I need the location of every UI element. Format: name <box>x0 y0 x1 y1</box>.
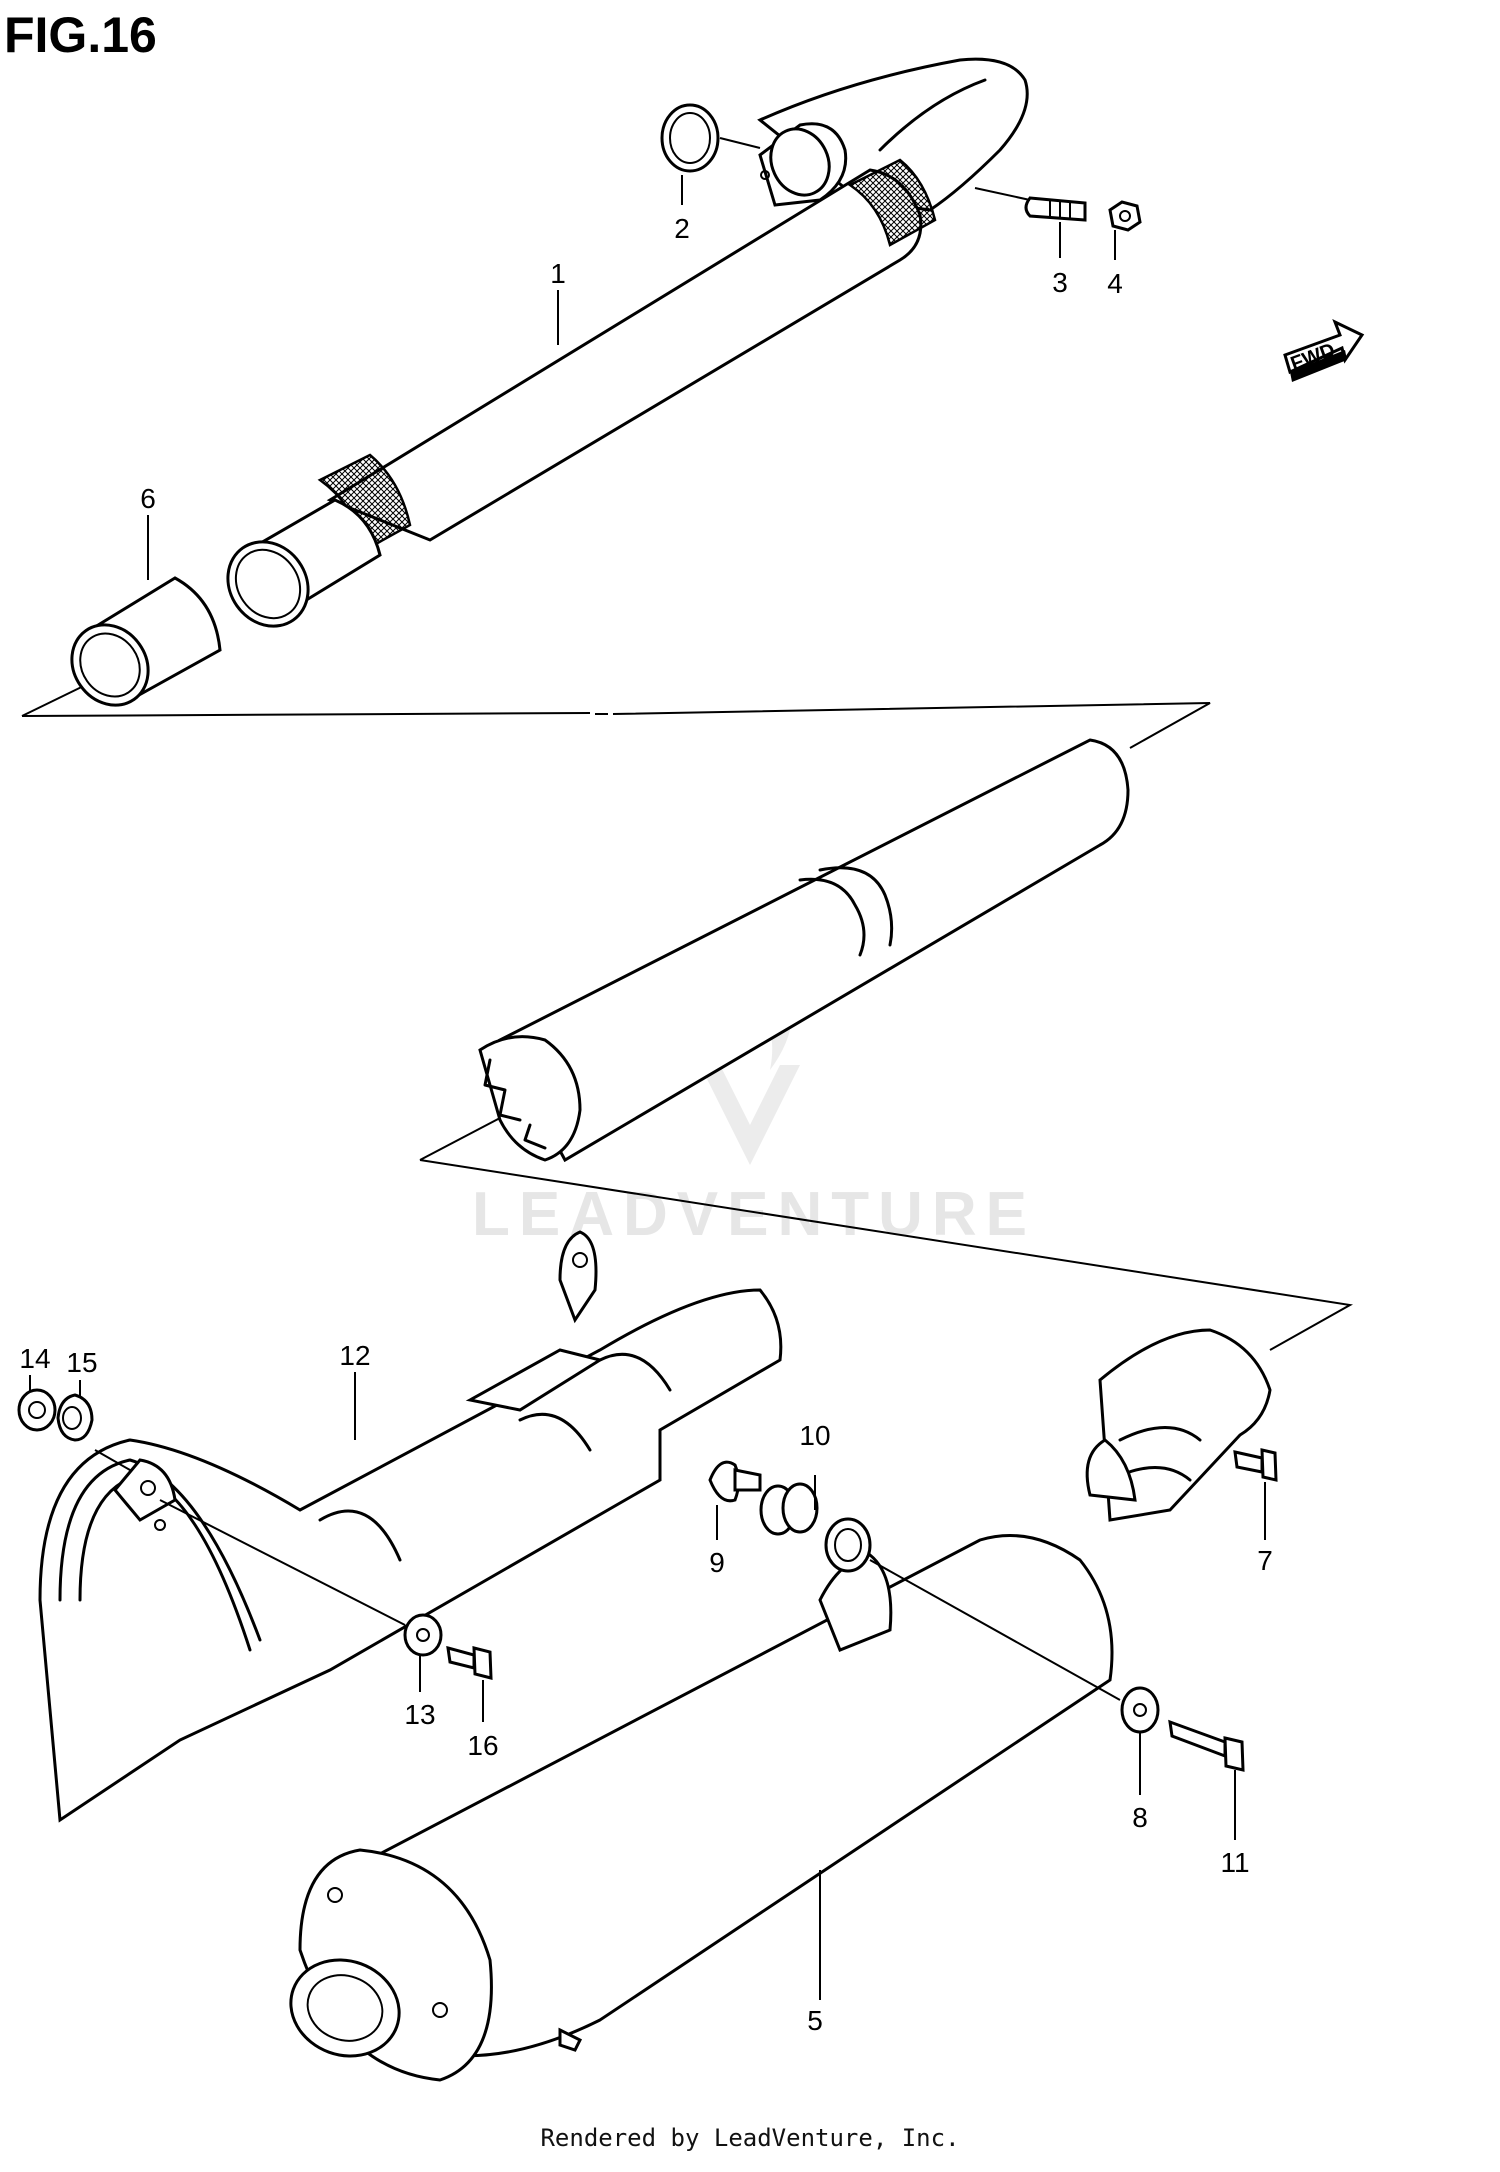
callout-3: 3 <box>1052 267 1068 298</box>
callout-1: 1 <box>550 258 566 289</box>
part-13-washer <box>403 1613 443 1657</box>
part-15-collar <box>56 1393 94 1442</box>
callout-10: 10 <box>799 1420 830 1451</box>
part-4-nut <box>1108 200 1142 232</box>
callout-15: 15 <box>66 1347 97 1378</box>
callout-5: 5 <box>807 2005 823 2036</box>
part-mount-collar <box>824 1517 872 1573</box>
callout-2: 2 <box>674 213 690 244</box>
break-lines <box>21 677 1354 1351</box>
callout-11: 11 <box>1220 1847 1249 1878</box>
figure-title: FIG.16 <box>4 7 157 63</box>
part-12-heat-shield <box>38 1230 783 1823</box>
part-16-bolt <box>446 1645 493 1680</box>
callout-4: 4 <box>1107 268 1123 299</box>
part-10-grommet <box>759 1482 819 1536</box>
part-1-head-pipe <box>226 57 1029 628</box>
callout-16: 16 <box>467 1730 498 1761</box>
render-credit: Rendered by LeadVenture, Inc. <box>540 2124 960 2152</box>
part-5-muffler <box>289 1328 1272 2082</box>
fwd-arrow: FWD <box>1283 319 1365 382</box>
callout-14: 14 <box>19 1343 50 1374</box>
leader-lines <box>29 137 1266 2000</box>
part-8-washer <box>1120 1686 1160 1734</box>
callout-6: 6 <box>140 483 156 514</box>
middle-pipe <box>478 738 1130 1163</box>
callout-8: 8 <box>1132 1802 1148 1833</box>
watermark-text: LEADVENTURE <box>472 1180 1036 1249</box>
callout-12: 12 <box>339 1340 370 1371</box>
part-7-bolt <box>1233 1448 1278 1482</box>
part-9-bolt <box>708 1460 762 1503</box>
callout-labels: 1 2 3 4 5 6 7 8 9 10 11 12 13 14 15 16 <box>19 213 1272 2036</box>
callout-13: 13 <box>404 1699 435 1730</box>
callout-7: 7 <box>1257 1545 1273 1576</box>
part-6-sleeve <box>70 576 222 707</box>
part-3-stud-bolt <box>1024 196 1087 222</box>
part-2-gasket <box>660 103 720 173</box>
part-11-bolt <box>1168 1719 1245 1772</box>
callout-9: 9 <box>709 1547 725 1578</box>
part-14-nut <box>17 1388 57 1432</box>
